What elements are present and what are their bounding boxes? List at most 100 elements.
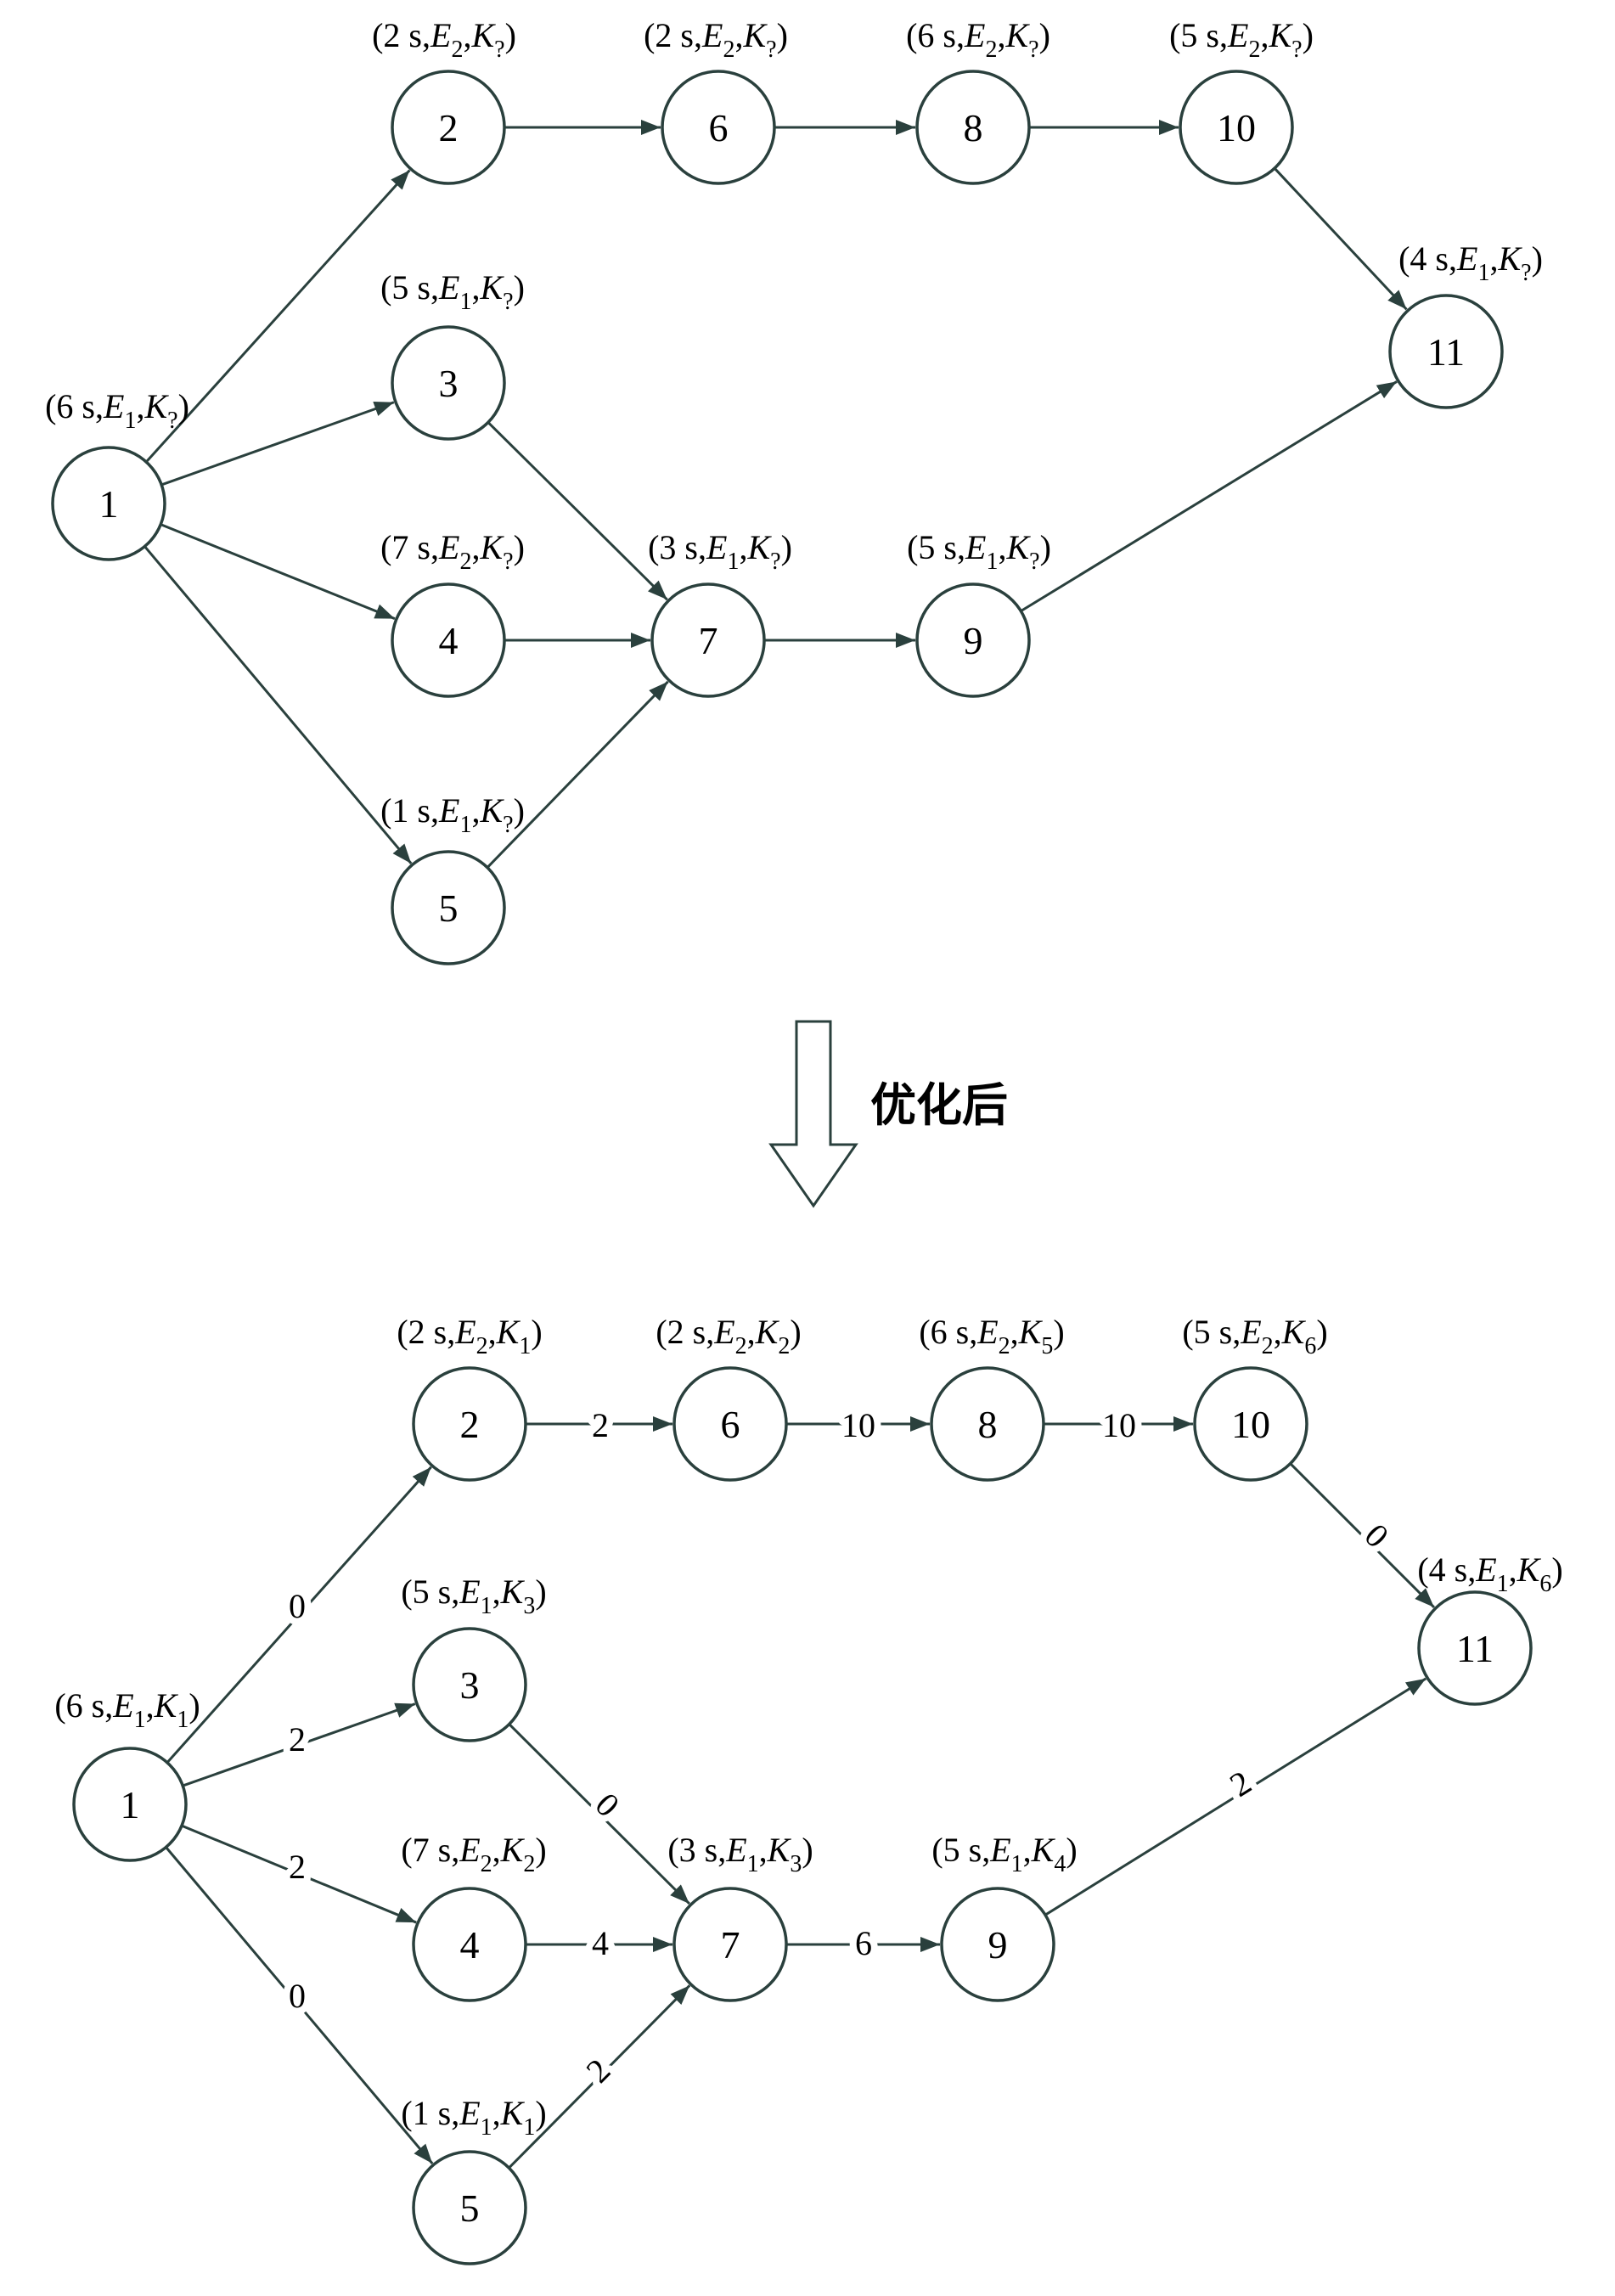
transition: 优化后 xyxy=(768,1020,1008,1208)
edge-weight-3-7: 0 xyxy=(588,1785,627,1824)
node-9 xyxy=(915,582,1031,698)
node-attr-label-5: (1 s,E1,K?) xyxy=(380,791,525,838)
edge-weight-1-3: 2 xyxy=(289,1720,306,1759)
edge-weight-4-7: 4 xyxy=(592,1924,609,1962)
node-attr-label-1: (6 s,E1,K1) xyxy=(54,1686,200,1733)
node-5 xyxy=(412,2150,527,2265)
edge-weight-7-9: 6 xyxy=(855,1924,872,1962)
node-number-3: 3 xyxy=(460,1663,480,1707)
edge-1-2 xyxy=(145,169,411,464)
edge-1-4 xyxy=(160,523,396,621)
node-7 xyxy=(650,582,766,698)
node-attr-label-3: (5 s,E1,K?) xyxy=(380,268,525,315)
node-number-3: 3 xyxy=(439,362,459,405)
node-4 xyxy=(412,1887,527,2002)
node-number-9: 9 xyxy=(964,619,983,662)
node-number-5: 5 xyxy=(460,2186,480,2230)
node-number-11: 11 xyxy=(1456,1627,1494,1670)
node-attr-label-6: (2 s,E2,K2) xyxy=(656,1313,801,1359)
node-1 xyxy=(72,1747,188,1862)
node-attr-label-11: (4 s,E1,K?) xyxy=(1398,239,1543,286)
edge-9-11 xyxy=(1020,380,1398,612)
node-attr-label-4: (7 s,E2,K?) xyxy=(380,528,525,575)
edge-10-11 xyxy=(1289,1462,1435,1608)
node-10 xyxy=(1193,1366,1308,1482)
node-2 xyxy=(391,70,506,185)
edge-3-7 xyxy=(508,1723,690,1905)
node-attr-label-7: (3 s,E1,K?) xyxy=(648,528,792,575)
node-number-6: 6 xyxy=(721,1403,740,1446)
down-arrow-icon xyxy=(768,1020,858,1208)
edge-1-4 xyxy=(181,1824,417,1924)
edge-5-7 xyxy=(508,1984,691,2169)
node-attr-label-2: (2 s,E2,K?) xyxy=(372,16,516,63)
node-number-8: 8 xyxy=(978,1403,998,1446)
node-number-4: 4 xyxy=(439,619,459,662)
node-attr-label-8: (6 s,E2,K?) xyxy=(906,16,1050,63)
node-5 xyxy=(391,850,506,965)
edge-weight-1-4: 2 xyxy=(289,1848,306,1886)
node-attr-label-4: (7 s,E2,K2) xyxy=(401,1831,546,1877)
node-1 xyxy=(51,446,166,561)
edge-1-3 xyxy=(182,1702,416,1787)
edge-weight-2-6: 2 xyxy=(592,1406,609,1444)
node-number-4: 4 xyxy=(460,1923,480,1967)
transition-label: 优化后 xyxy=(870,1078,1008,1132)
edge-9-11 xyxy=(1044,1677,1427,1916)
node-11 xyxy=(1417,1590,1533,1706)
graph-before-optimization: 1 (6 s,E1,K?) 2 (2 s,E2,K?) 6 (2 s,E2,K?) 8 (6 … xyxy=(45,16,1543,965)
node-4 xyxy=(391,582,506,698)
edge-weight-6-8: 10 xyxy=(841,1406,875,1444)
node-11 xyxy=(1388,294,1504,409)
node-number-2: 2 xyxy=(460,1403,480,1446)
edge-weight-1-2: 0 xyxy=(289,1587,306,1625)
node-attr-label-9: (5 s,E1,K?) xyxy=(907,528,1051,575)
node-number-7: 7 xyxy=(721,1923,740,1967)
edge-5-7 xyxy=(486,680,669,869)
node-attr-label-10: (5 s,E2,K6) xyxy=(1182,1313,1327,1359)
node-number-10: 10 xyxy=(1217,106,1256,149)
edge-weight-8-10: 10 xyxy=(1102,1406,1136,1444)
node-9 xyxy=(940,1887,1055,2002)
node-number-10: 10 xyxy=(1231,1403,1270,1446)
node-attr-label-10: (5 s,E2,K?) xyxy=(1169,16,1314,63)
node-attr-label-7: (3 s,E1,K3) xyxy=(667,1831,813,1877)
node-number-1: 1 xyxy=(121,1783,140,1826)
node-10 xyxy=(1179,70,1294,185)
node-3 xyxy=(412,1627,527,1742)
node-3 xyxy=(391,325,506,441)
node-2 xyxy=(412,1366,527,1482)
node-8 xyxy=(915,70,1031,185)
edge-10-11 xyxy=(1273,167,1408,311)
node-attr-label-5: (1 s,E1,K1) xyxy=(401,2094,546,2141)
node-number-6: 6 xyxy=(709,106,729,149)
node-attr-label-6: (2 s,E2,K?) xyxy=(644,16,788,63)
node-number-1: 1 xyxy=(99,482,119,526)
node-attr-label-3: (5 s,E1,K3) xyxy=(401,1573,546,1619)
node-6 xyxy=(672,1366,788,1482)
edge-1-3 xyxy=(160,401,395,487)
node-attr-label-8: (6 s,E2,K5) xyxy=(919,1313,1064,1359)
edge-weight-1-5: 0 xyxy=(289,1977,306,2015)
node-attr-label-11: (4 s,E1,K6) xyxy=(1417,1550,1562,1597)
node-number-5: 5 xyxy=(439,886,459,930)
node-8 xyxy=(930,1366,1045,1482)
edge-1-2 xyxy=(166,1466,432,1764)
edge-weight-5-7: 2 xyxy=(578,2051,617,2090)
node-6 xyxy=(661,70,776,185)
node-attr-label-2: (2 s,E2,K1) xyxy=(397,1313,542,1359)
node-number-2: 2 xyxy=(439,106,459,149)
node-7 xyxy=(672,1887,788,2002)
edge-weight-9-11: 2 xyxy=(1223,1763,1258,1804)
edge-3-7 xyxy=(487,421,668,601)
node-number-11: 11 xyxy=(1427,330,1465,374)
edge-1-5 xyxy=(143,545,413,864)
node-number-9: 9 xyxy=(988,1923,1008,1967)
node-attr-label-9: (5 s,E1,K4) xyxy=(931,1831,1077,1877)
node-number-8: 8 xyxy=(964,106,983,149)
node-attr-label-1: (6 s,E1,K?) xyxy=(45,387,189,434)
edge-1-5 xyxy=(165,1846,434,2164)
